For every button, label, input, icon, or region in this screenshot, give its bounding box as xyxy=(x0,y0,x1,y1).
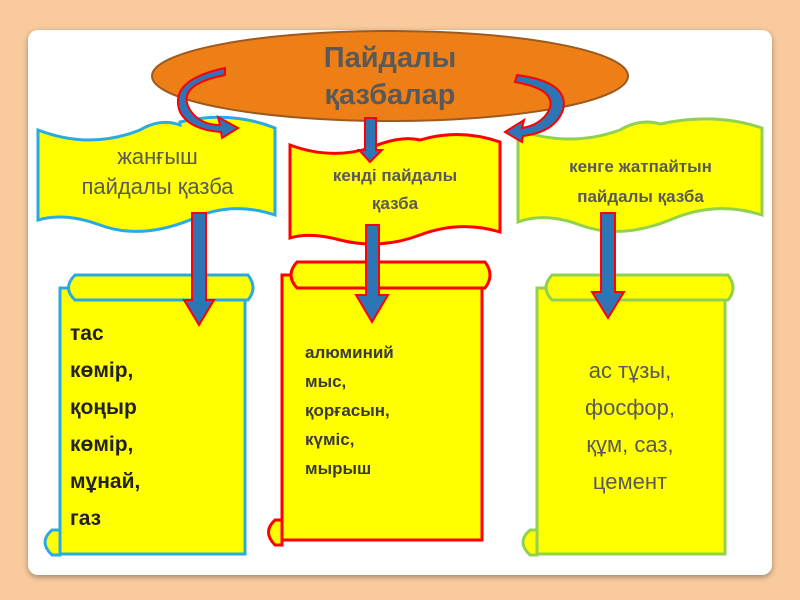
heading-line: кенді пайдалы xyxy=(332,166,458,185)
list-item: көмір, xyxy=(70,359,134,382)
list-item: цемент xyxy=(592,469,668,494)
heading-ore: кенді пайдалы қазба xyxy=(290,162,500,218)
list-item: қоңыр xyxy=(70,396,137,419)
list-item: фосфор, xyxy=(584,395,676,420)
list-item: мырыш xyxy=(305,459,372,478)
heading-line: кенге жатпайтын xyxy=(569,157,712,176)
title-line: Пайдалы xyxy=(323,42,457,74)
list-item: мыс, xyxy=(305,372,347,391)
items-combustible: тас көмір, қоңыр көмір, мұнай, газ xyxy=(70,315,140,537)
items-nonore: ас тұзы, фосфор, құм, саз, цемент xyxy=(545,352,715,500)
heading-line: қазба xyxy=(371,194,419,213)
scroll-ore xyxy=(267,260,492,547)
arrow-down-icon xyxy=(356,117,385,164)
heading-line: пайдалы қазба xyxy=(577,187,704,206)
list-item: газ xyxy=(70,507,102,530)
list-item: көмір, xyxy=(70,433,134,456)
title-ellipse xyxy=(151,30,629,122)
curved-arrow-left-icon xyxy=(176,66,240,140)
list-item: мұнай, xyxy=(70,470,141,493)
arrow-down-icon xyxy=(182,212,216,327)
arrow-down-icon xyxy=(354,224,390,324)
heading-line: жанғыш xyxy=(117,144,198,169)
list-item: құм, саз, xyxy=(586,432,674,457)
curved-arrow-right-icon xyxy=(503,73,565,144)
scroll-combustible xyxy=(43,273,255,557)
banner-combustible xyxy=(36,115,277,233)
arrow-down-icon xyxy=(590,212,626,320)
banner-nonore xyxy=(516,117,764,233)
list-item: қорғасын, xyxy=(305,401,390,420)
list-item: тас xyxy=(70,322,104,345)
heading-nonore: кенге жатпайтын пайдалы қазба xyxy=(518,152,763,212)
list-item: алюминий xyxy=(305,343,394,362)
title-text: Пайдалы қазбалар xyxy=(240,40,540,114)
title-line: қазбалар xyxy=(324,79,456,111)
items-ore: алюминий мыс, қорғасын, күміс, мырыш xyxy=(305,338,394,483)
heading-line: пайдалы қазба xyxy=(81,174,234,199)
list-item: ас тұзы, xyxy=(588,358,672,383)
heading-combustible: жанғыш пайдалы қазба xyxy=(40,142,275,202)
list-item: күміс, xyxy=(305,430,355,449)
